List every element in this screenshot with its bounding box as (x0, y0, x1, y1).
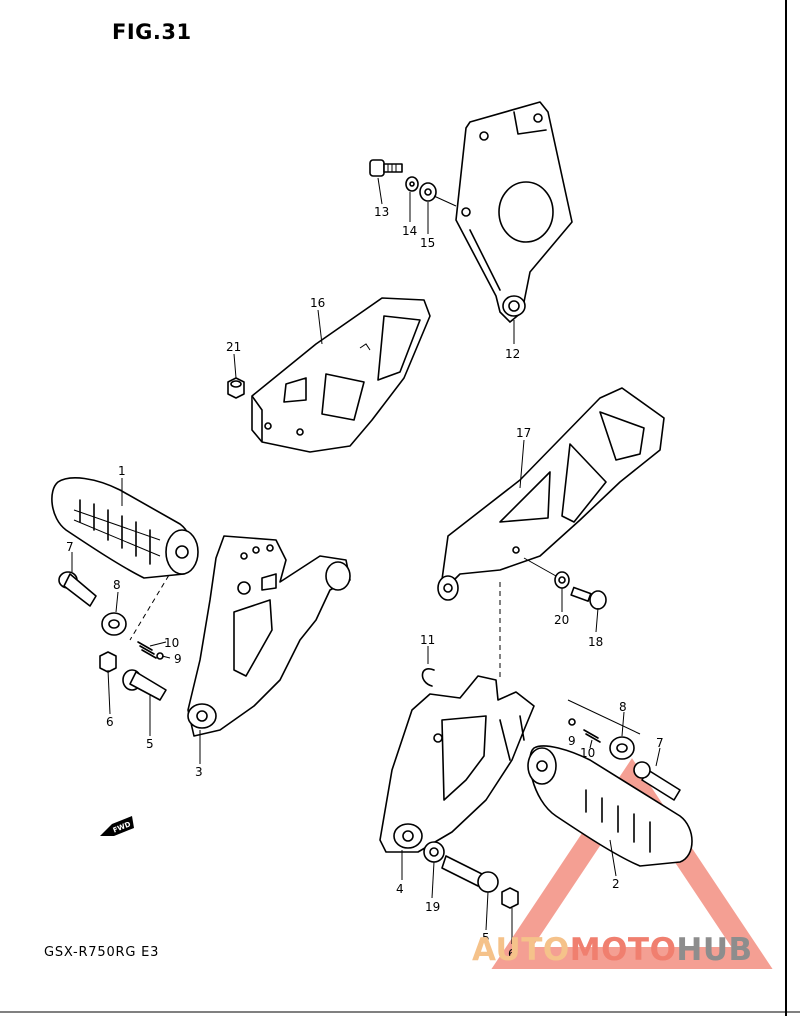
callout-20: 20 (554, 613, 569, 627)
part-2-footpeg-right (527, 745, 693, 867)
callout-12: 12 (505, 347, 520, 361)
watermark-part-2: MOTO (569, 932, 677, 968)
part-17-heel-guard-plate-right (437, 387, 665, 601)
figure-title: FIG.31 (112, 20, 192, 44)
callout-14: 14 (402, 224, 417, 238)
callout-19: 19 (425, 900, 440, 914)
part-16-heel-guard-plate-left (251, 297, 431, 453)
leader-lines (71, 177, 661, 944)
part-19-washer (423, 841, 445, 863)
callout-17: 17 (516, 426, 531, 440)
part-21-nut (227, 377, 245, 399)
part-9-ball-right (568, 718, 576, 726)
callout-8-left: 8 (113, 578, 121, 592)
part-5-bolt-left (122, 669, 167, 701)
callout-9-left: 9 (174, 652, 182, 666)
callout-5-right: 5 (482, 931, 490, 945)
callout-7-right: 7 (656, 736, 664, 750)
callout-6-right: 6 (508, 947, 516, 961)
callout-10-right: 10 (580, 746, 595, 760)
part-11-circlip (421, 668, 435, 687)
model-code: GSX-R750RG E3 (44, 945, 160, 960)
part-8-washer-right (609, 736, 635, 760)
part-1-footpeg-left (51, 477, 199, 579)
part-7-footpeg-pin-right (633, 761, 681, 801)
part-8-washer-left (101, 612, 127, 636)
part-18-bolt (570, 586, 607, 610)
callout-18: 18 (588, 635, 603, 649)
watermark-part-3: HUB (676, 932, 753, 968)
callout-21: 21 (226, 340, 241, 354)
callout-11: 11 (420, 633, 435, 647)
part-20-washer (554, 571, 570, 589)
fwd-arrow: FWD (100, 816, 134, 836)
callout-5-left: 5 (146, 737, 154, 751)
part-10-spring-left (137, 641, 157, 659)
callout-9-right: 9 (568, 734, 576, 748)
watermark-triangle (491, 758, 773, 969)
part-14-lock-washer (405, 176, 419, 192)
part-12-heel-guard-plate (455, 101, 573, 323)
part-7-footpeg-pin-left (58, 571, 97, 607)
callout-7-left: 7 (66, 540, 74, 554)
part-4-footrest-bracket-right (379, 675, 535, 853)
callout-16: 16 (310, 296, 325, 310)
callout-8-right: 8 (619, 700, 627, 714)
watermark-text: AUTOMOTOHUB (472, 932, 753, 968)
callout-1: 1 (118, 464, 126, 478)
callout-4: 4 (396, 882, 404, 896)
part-10-spring-right (583, 729, 601, 743)
part-6-nut-left (99, 651, 117, 673)
part-15-washer (419, 182, 437, 202)
watermark-part-1: AUTO (472, 932, 570, 968)
callout-13: 13 (374, 205, 389, 219)
callout-3: 3 (195, 765, 203, 779)
callout-10-left: 10 (164, 636, 179, 650)
callout-15: 15 (420, 236, 435, 250)
part-6-nut-right (501, 887, 519, 909)
part-5-bolt-right (441, 855, 499, 893)
callout-6-left: 6 (106, 715, 114, 729)
callout-2: 2 (612, 877, 620, 891)
part-3-footrest-bracket-left (187, 535, 351, 737)
part-13-bolt (369, 159, 403, 177)
